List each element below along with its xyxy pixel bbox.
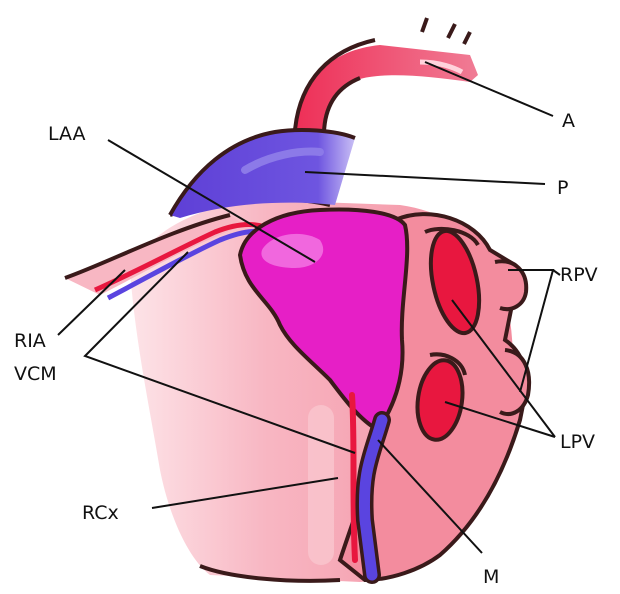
aorta [295, 45, 478, 132]
label-lpv: LPV [560, 431, 595, 453]
aorta-branch-2 [448, 24, 455, 38]
label-m: M [483, 566, 499, 588]
leader-a [425, 62, 553, 116]
rcx-artery [352, 395, 355, 560]
aorta-branch-3 [464, 32, 470, 44]
rpv-bump-upper [495, 261, 526, 309]
aorta-branch-1 [422, 18, 427, 32]
leader-rpv-2 [553, 270, 560, 275]
label-ria: RIA [14, 330, 46, 352]
label-a: A [562, 110, 575, 132]
label-rpv: RPV [560, 264, 598, 286]
label-rcx: RCx [82, 502, 119, 524]
label-laa: LAA [48, 123, 86, 145]
heart-highlight [308, 405, 334, 565]
label-vcm: VCM [14, 363, 57, 385]
label-p: P [557, 177, 568, 199]
